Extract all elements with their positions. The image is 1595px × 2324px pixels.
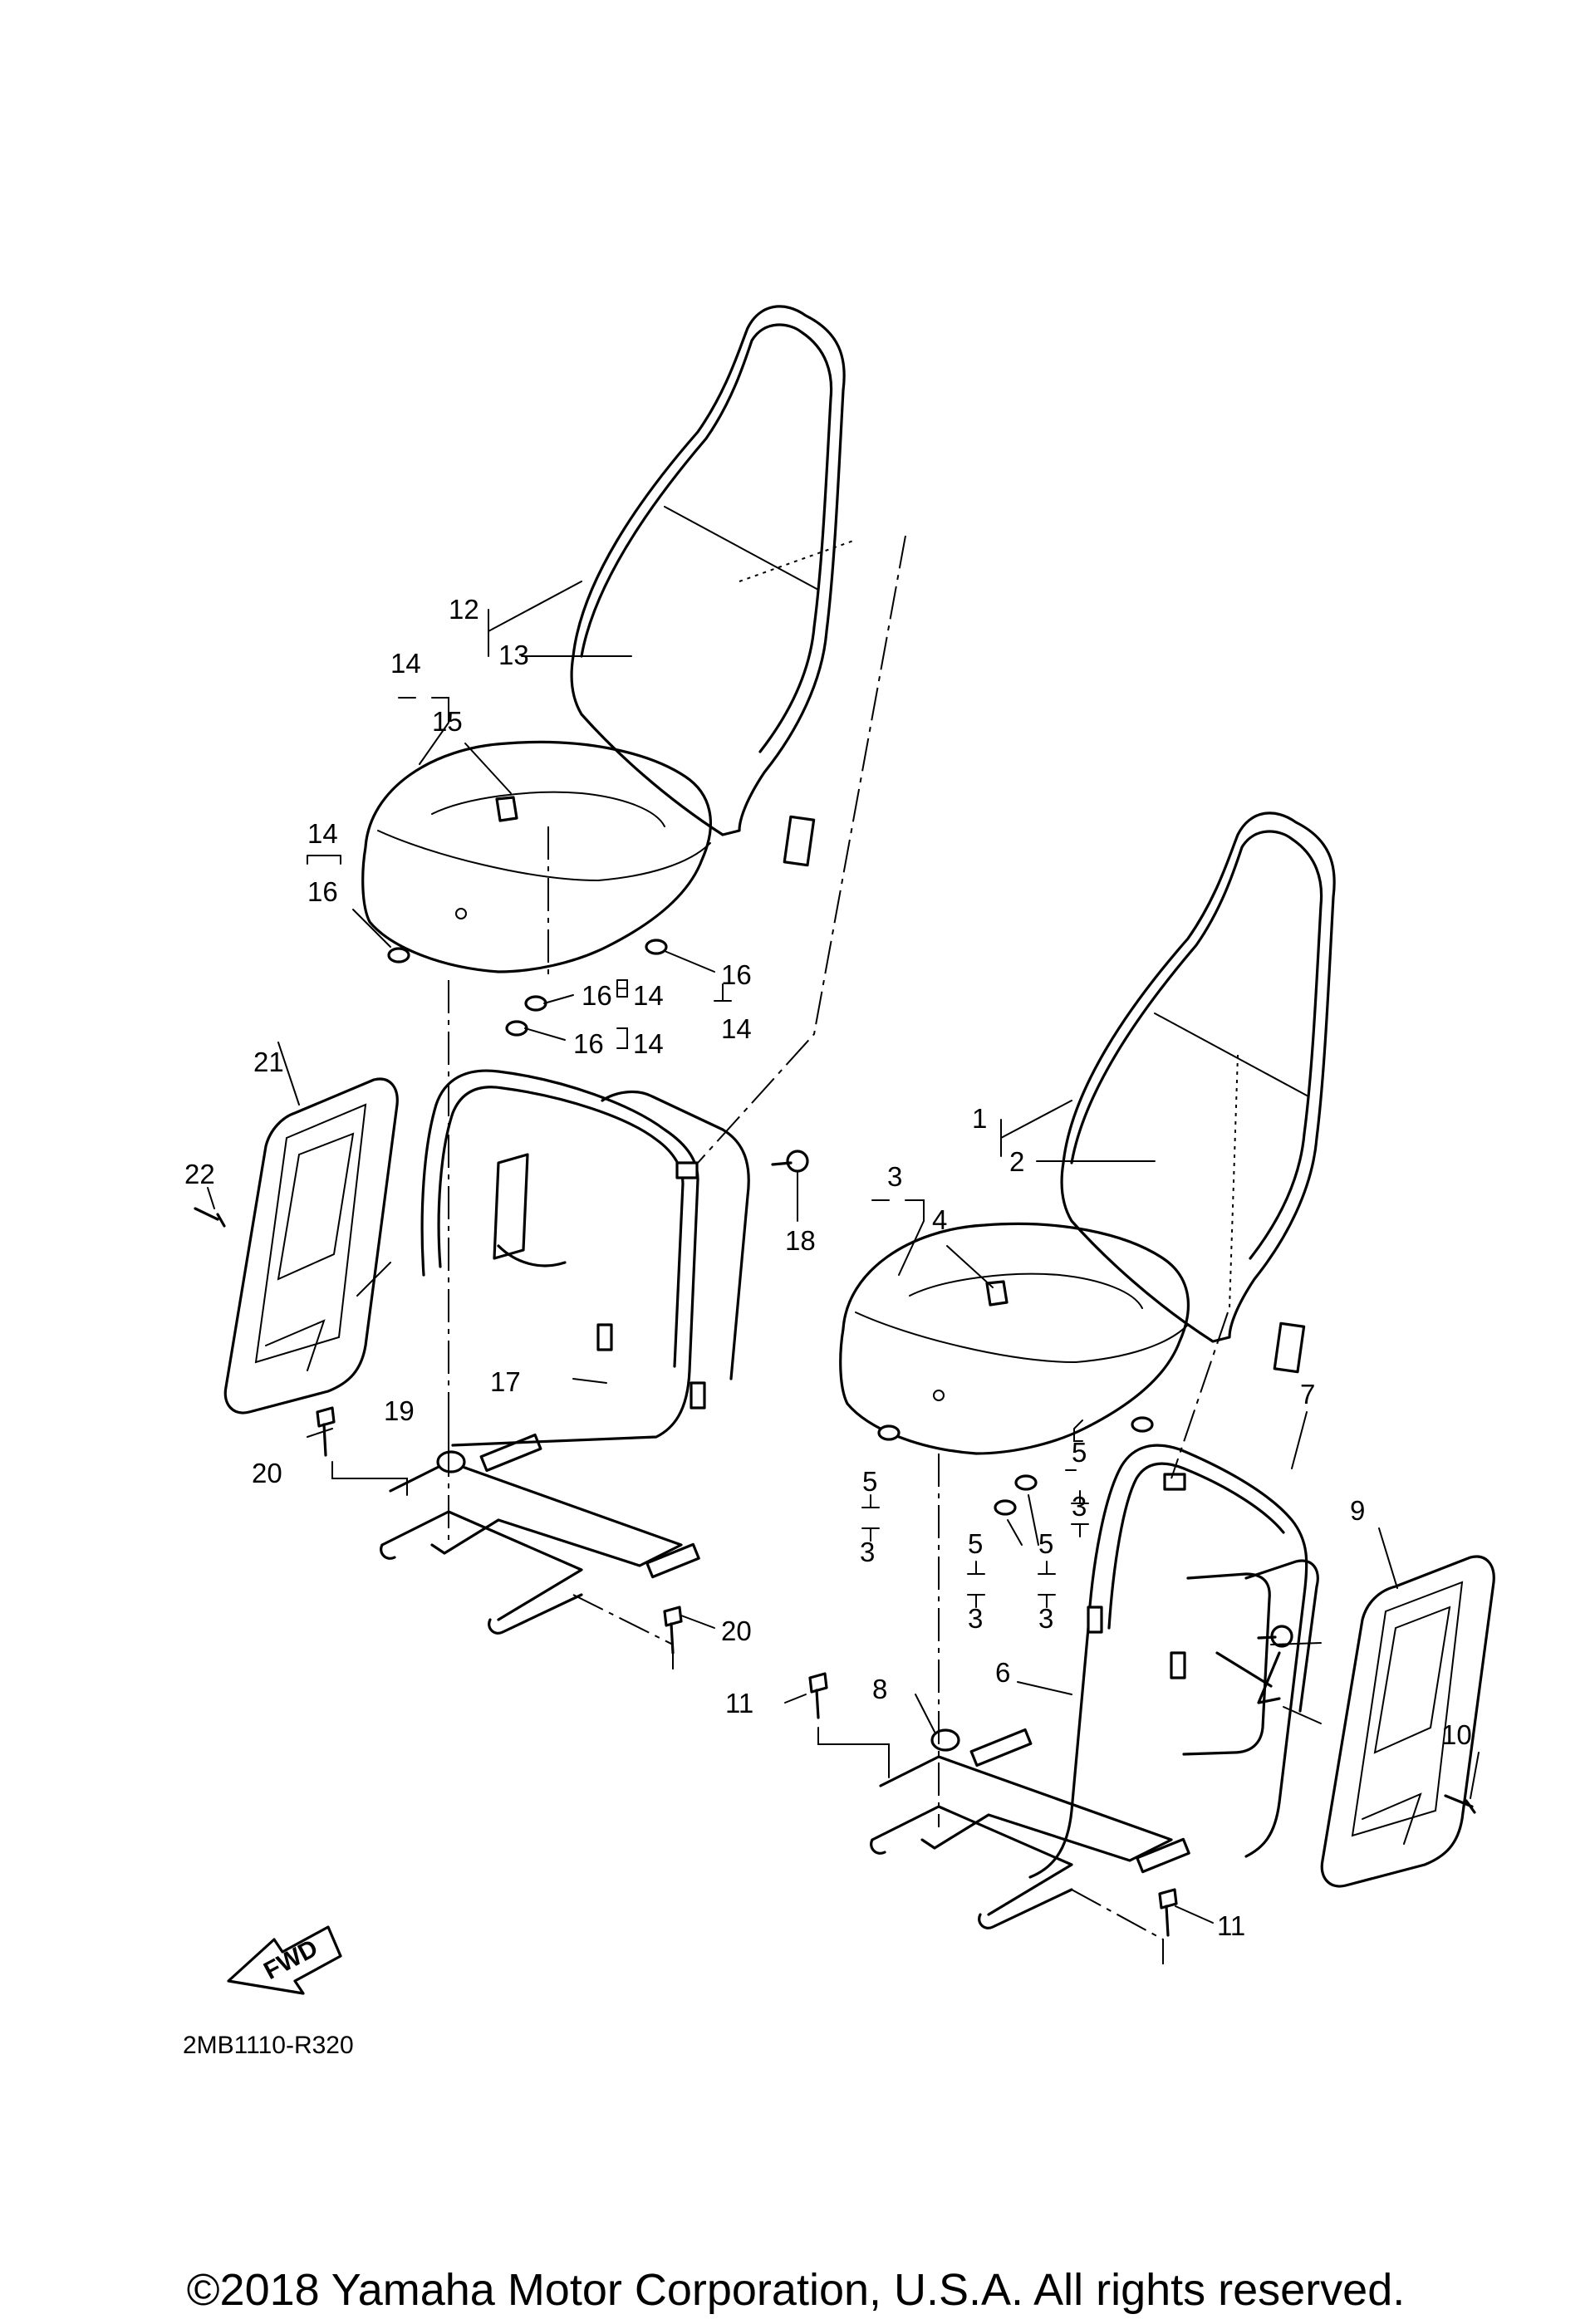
callout-14: 14 xyxy=(390,648,421,679)
fwd-label: FWD xyxy=(259,1934,322,1985)
callout-11: 11 xyxy=(725,1688,753,1718)
callout-1: 1 xyxy=(972,1103,987,1134)
callout-8: 8 xyxy=(872,1674,887,1704)
copyright-notice: ©2018 Yamaha Motor Corporation, U.S.A. A… xyxy=(187,2265,1406,2315)
backrest-left xyxy=(570,305,856,867)
callout-14: 14 xyxy=(307,818,338,849)
callout-16: 16 xyxy=(307,876,338,907)
callout-19: 19 xyxy=(384,1395,415,1426)
callout-21: 21 xyxy=(253,1047,284,1077)
callout-3: 3 xyxy=(1038,1603,1053,1634)
callout-16: 16 xyxy=(573,1028,604,1059)
callout-labels: 12 13 14 15 14 16 16 14 16 14 16 14 21 2… xyxy=(184,594,1472,1941)
callout-5: 5 xyxy=(1038,1528,1053,1559)
callout-20: 20 xyxy=(721,1616,752,1646)
callout-11: 11 xyxy=(1217,1910,1245,1941)
callout-9: 9 xyxy=(1350,1495,1365,1526)
seat-frame-left xyxy=(380,1069,750,1635)
diagram-code: 2MB1110-R320 xyxy=(183,2032,354,2059)
callout-6: 6 xyxy=(995,1657,1010,1688)
callout-10: 10 xyxy=(1441,1719,1472,1750)
callout-2: 2 xyxy=(1009,1146,1024,1177)
grommet-group-right xyxy=(877,1416,1154,1516)
callout-16: 16 xyxy=(582,980,612,1011)
leaders-left xyxy=(207,535,906,1669)
callout-3: 3 xyxy=(860,1537,875,1567)
leaders-right xyxy=(784,1100,1480,1964)
backrest-right xyxy=(1060,811,1336,1374)
side-panel-left xyxy=(223,1077,399,1415)
callout-20: 20 xyxy=(252,1458,282,1488)
seat-frame-right xyxy=(870,1444,1319,1929)
fwd-arrow-icon xyxy=(227,1925,342,1995)
callout-12: 12 xyxy=(449,594,479,625)
callout-14: 14 xyxy=(633,980,664,1011)
callout-22: 22 xyxy=(184,1159,215,1189)
callout-16: 16 xyxy=(721,959,752,990)
callout-15: 15 xyxy=(432,706,463,737)
callout-14: 14 xyxy=(721,1013,752,1044)
callout-5: 5 xyxy=(1072,1437,1087,1468)
callout-5: 5 xyxy=(862,1466,877,1497)
callout-3: 3 xyxy=(887,1161,902,1192)
callout-3: 3 xyxy=(968,1603,983,1634)
callout-3: 3 xyxy=(1072,1491,1087,1522)
callout-4: 4 xyxy=(932,1204,947,1235)
callout-17: 17 xyxy=(490,1366,521,1397)
hardware-right xyxy=(808,1625,1476,1937)
callout-14: 14 xyxy=(633,1028,664,1059)
cushion-left xyxy=(361,740,712,973)
callout-18: 18 xyxy=(785,1225,816,1256)
callout-7: 7 xyxy=(1300,1379,1315,1410)
hardware-left xyxy=(194,1150,809,1655)
callout-5: 5 xyxy=(968,1528,983,1559)
side-panel-right xyxy=(1320,1555,1495,1888)
callout-13: 13 xyxy=(498,640,529,670)
